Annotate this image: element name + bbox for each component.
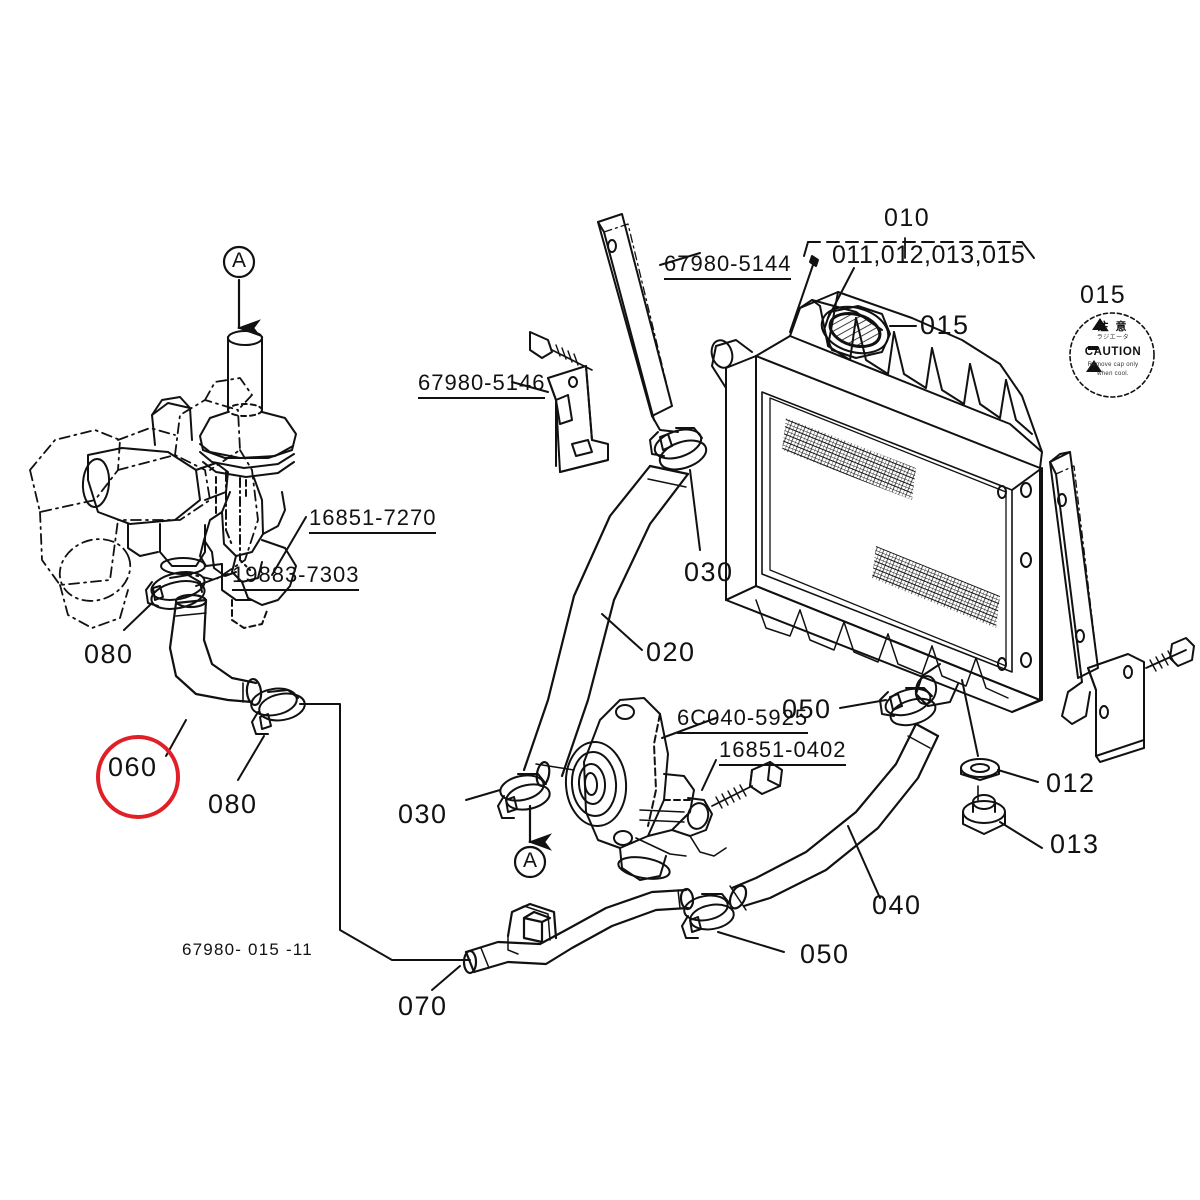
- ref-050-upper: 050: [782, 694, 832, 724]
- ref-030-lower: 030: [398, 799, 448, 829]
- leader-67980-5144: [659, 252, 701, 266]
- part-number-16851-0402: 16851-0402: [719, 737, 847, 766]
- leader-050-upper: [839, 699, 887, 709]
- ref-080-lower: 080: [208, 789, 258, 819]
- leader-16851-7270: [271, 516, 307, 576]
- drawing-number: 67980- 015 -11: [182, 940, 313, 959]
- leader-grommet-stack: [961, 679, 979, 757]
- leader-030-lower: [465, 789, 501, 801]
- ref-050-lower: 050: [800, 939, 850, 969]
- section-marker-a-bottom-art: [513, 804, 552, 879]
- caution-decal-art: [1069, 312, 1155, 398]
- hose-020: [522, 464, 690, 787]
- clamp-080-upper: [145, 571, 206, 610]
- ref-040: 040: [872, 890, 922, 920]
- section-marker-a-top-art: [222, 245, 261, 337]
- clamp-080-lower: [250, 687, 306, 735]
- part-number-16851-7270: 16851-7270: [309, 505, 437, 534]
- leader-070: [431, 965, 461, 991]
- bracket-67980-5144: [597, 213, 679, 433]
- ref-070: 070: [398, 991, 448, 1021]
- part-number-67980-5144: 67980-5144: [664, 251, 792, 280]
- part-number-67980-5146: 67980-5146: [418, 370, 546, 399]
- leader-040: [847, 825, 881, 899]
- grommet-013: [962, 785, 1006, 835]
- leader-080-upper: [123, 604, 151, 631]
- hose-040: [728, 722, 940, 911]
- clamp-050-lower: [681, 893, 735, 939]
- clamp-030-lower: [497, 773, 551, 819]
- ref-030-upper: 030: [684, 557, 734, 587]
- leader-030-upper: [689, 469, 701, 551]
- hose-060: [168, 593, 263, 707]
- leader-013: [999, 821, 1043, 849]
- leader-010-left: [789, 261, 815, 333]
- caution-decal-english-sub-1: Remove cap only: [1087, 362, 1139, 368]
- leader-011-015: [827, 267, 855, 319]
- route-line-060-070: [299, 703, 471, 961]
- ref-015-caution: 015: [1080, 281, 1127, 309]
- part-number-19883-7303: 19883-7303: [232, 562, 360, 591]
- support-bracket-right: [1049, 451, 1195, 763]
- highlight-callout-circle-060: [96, 735, 180, 819]
- ref-011-015: 011,012,013,015: [832, 241, 1026, 269]
- ref-080-upper: 080: [84, 639, 134, 669]
- clamp-030-upper: [649, 427, 708, 471]
- water-outlet-housing: [81, 396, 229, 575]
- bolt-16851-0402: [711, 761, 783, 809]
- caution-decal-japanese-heading: 注 意: [1097, 321, 1129, 333]
- ref-012: 012: [1046, 768, 1096, 798]
- part-number-6C040-5925: 6C040-5925: [677, 705, 809, 734]
- caution-decal-japanese-sub: ラジエータ: [1096, 335, 1130, 341]
- leader-6C040-5925: [661, 717, 717, 739]
- leader-16851-0402: [701, 759, 717, 791]
- caution-decal-english-sub-2: when cool.: [1097, 371, 1129, 377]
- leader-67980-5146: [511, 381, 549, 393]
- radiator-assembly: [710, 291, 1043, 713]
- leader-012: [997, 769, 1039, 783]
- marker-a-top: A: [232, 249, 247, 272]
- leader-080-lower: [237, 735, 265, 781]
- bracket-67980-5146: [529, 331, 609, 473]
- bolt-bracket-5146: [529, 331, 553, 359]
- ref-020: 020: [646, 637, 696, 667]
- clamp-050-upper: [879, 687, 937, 727]
- leader-050-lower: [717, 931, 785, 953]
- ref-013: 013: [1050, 829, 1100, 859]
- water-pump: [564, 697, 727, 881]
- leader-020: [601, 613, 643, 651]
- ref-015-cap: 015: [920, 310, 970, 340]
- caution-decal-english-heading: CAUTION: [1084, 346, 1142, 358]
- marker-a-bottom: A: [523, 849, 538, 872]
- grommet-012: [960, 758, 1000, 781]
- ref-010: 010: [884, 204, 931, 232]
- hose-070: [462, 887, 695, 975]
